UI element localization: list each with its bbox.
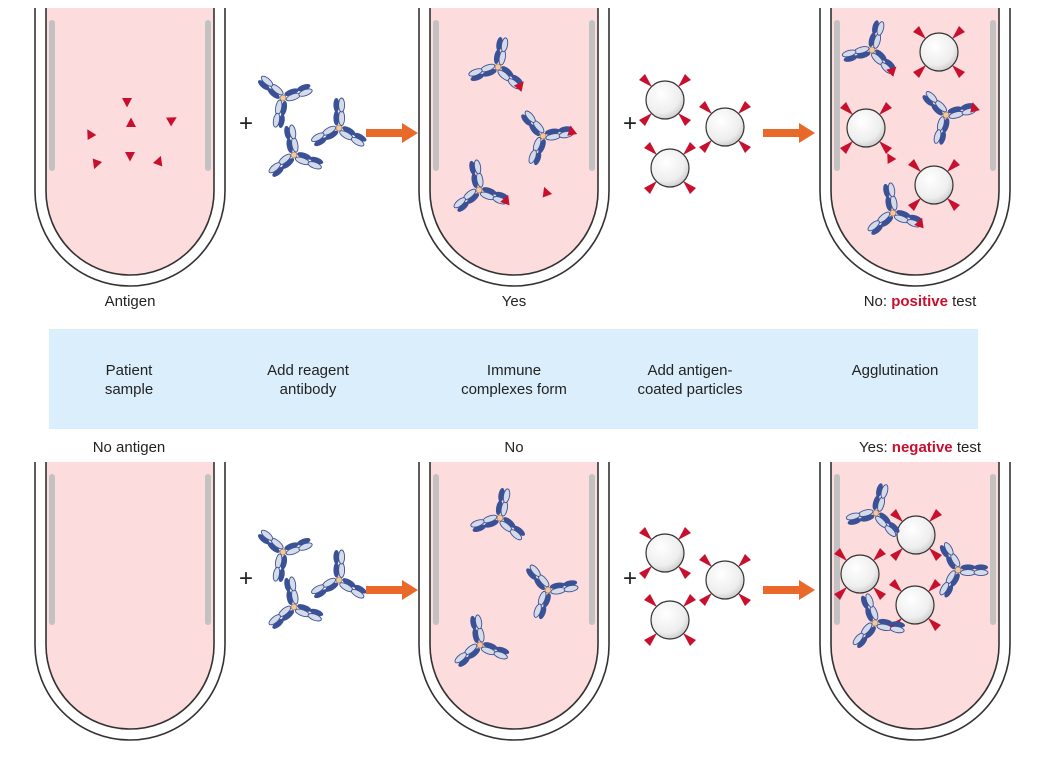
step-band (49, 329, 978, 429)
tube-top-1 (35, 8, 225, 286)
step-line: Immune (486, 362, 542, 379)
reagent-antibodies-bottom (255, 515, 380, 632)
step-add-reagent: Add reagent antibody (238, 361, 378, 399)
step-patient-sample: Patient sample (69, 361, 189, 399)
label-positive-result: No: positive test (820, 292, 1020, 311)
tube-top-2 (419, 8, 609, 286)
plus-icon: + (239, 110, 253, 137)
step-line: Agglutination (851, 362, 939, 379)
coated-particles-top (638, 73, 752, 195)
arrow-icon (366, 123, 418, 143)
plus-icon: + (623, 110, 637, 137)
result-suffix: test (947, 293, 977, 310)
tube-bottom-1 (35, 462, 225, 740)
step-line: sample (104, 381, 154, 398)
step-line: Add antigen- (647, 362, 733, 379)
plus-icon: + (239, 565, 253, 592)
step-line: antibody (279, 381, 337, 398)
result-keyword: negative (891, 439, 953, 456)
label-no: No (504, 439, 524, 456)
label-antigen: Antigen (104, 293, 156, 310)
coated-particles-bottom (638, 526, 752, 647)
result-prefix: No: (863, 293, 892, 310)
label-negative-result: Yes: negative test (820, 438, 1020, 457)
result-suffix: test (952, 439, 982, 456)
step-line: Add reagent (267, 362, 349, 379)
result-keyword: positive (891, 293, 948, 310)
step-line: coated particles (637, 381, 743, 398)
step-line: complexes form (461, 381, 567, 398)
label-yes: Yes (501, 293, 527, 310)
step-line: Patient (105, 362, 153, 379)
arrow-icon (763, 123, 815, 143)
plus-icon: + (623, 565, 637, 592)
step-add-particles: Add antigen- coated particles (615, 361, 765, 399)
arrow-icon (763, 580, 815, 600)
tube-top-3 (820, 8, 1010, 286)
tube-bottom-3 (820, 462, 1010, 740)
step-immune-complexes: Immune complexes form (444, 361, 584, 399)
step-agglutination: Agglutination (825, 361, 965, 380)
tube-bottom-2 (419, 462, 609, 740)
result-prefix: Yes: (858, 439, 892, 456)
reagent-antibodies-top (255, 61, 380, 180)
label-no-antigen: No antigen (92, 439, 166, 456)
arrow-icon (366, 580, 418, 600)
